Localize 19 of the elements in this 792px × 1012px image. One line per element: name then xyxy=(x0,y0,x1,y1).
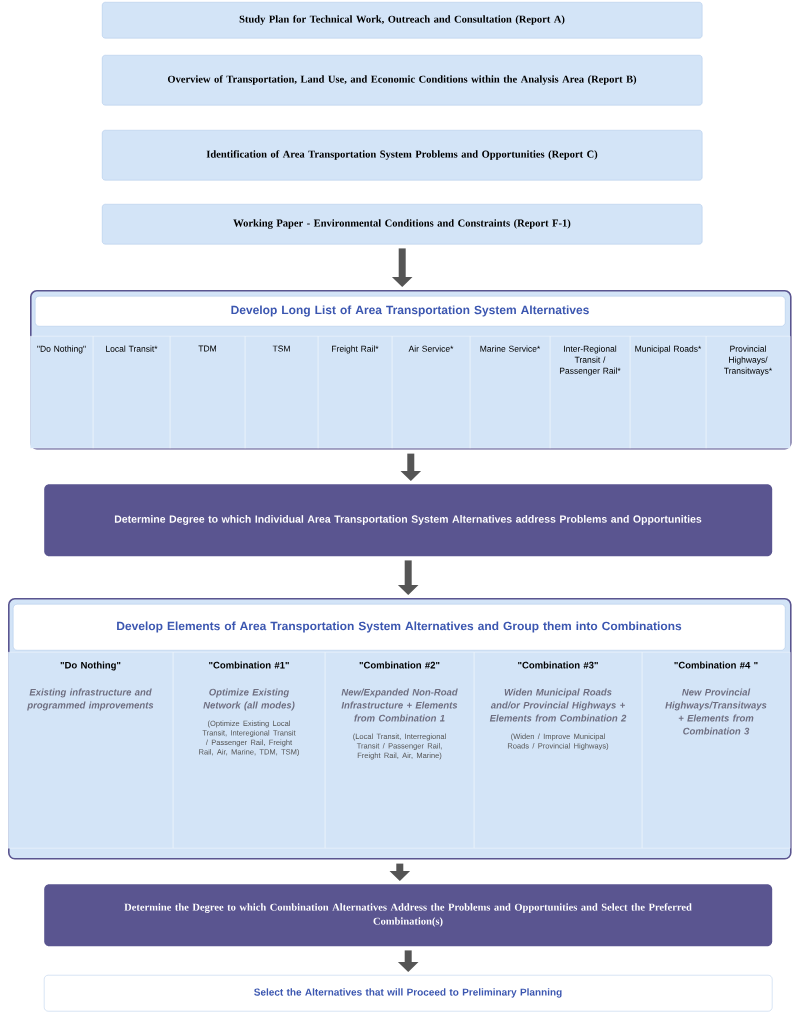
report-box: Overview of Transportation, Land Use, and Economic Conditions within the Analysis Area (Report B) xyxy=(102,55,703,106)
alternative-column: Freight Rail* xyxy=(318,336,393,449)
process-box: Select the Alternatives that will Proceed to Preliminary Planning xyxy=(44,975,773,1012)
alternative-column: Local Transit* xyxy=(93,336,171,449)
alternative-column: Air Service* xyxy=(392,336,471,449)
alternative-column: "Do Nothing" xyxy=(30,336,94,449)
process-box: Determine the Degree to which Combination Alternatives Address the Problems and Opportunities and Select the Preferred Combination(s) xyxy=(44,884,773,947)
combination-column: "Do Nothing" Existing infrastructure and programmed improvements xyxy=(8,652,174,849)
alternative-column: TDM xyxy=(170,336,246,449)
process-box: Determine Degree to which Individual Area Transportation System Alternatives address Problems and Opportunities xyxy=(44,484,773,557)
alternative-column: Provincial Highways/ Transitways* xyxy=(706,336,791,449)
alternative-column: TSM xyxy=(245,336,319,449)
alternative-column: Inter-Regional Transit / Passenger Rail* xyxy=(550,336,631,449)
alternative-column: Municipal Roads* xyxy=(630,336,707,449)
report-box: Study Plan for Technical Work, Outreach and Consultation (Report A) xyxy=(102,2,703,39)
alternative-column: Marine Service* xyxy=(470,336,551,449)
report-box: Identification of Area Transportation System Problems and Opportunities (Report C) xyxy=(102,130,703,181)
combination-column: "Combination #4 " New Provincial Highways/Transitways + Elements from Combination 3 xyxy=(642,652,791,849)
report-box: Working Paper - Environmental Conditions and Constraints (Report F-1) xyxy=(102,204,703,245)
